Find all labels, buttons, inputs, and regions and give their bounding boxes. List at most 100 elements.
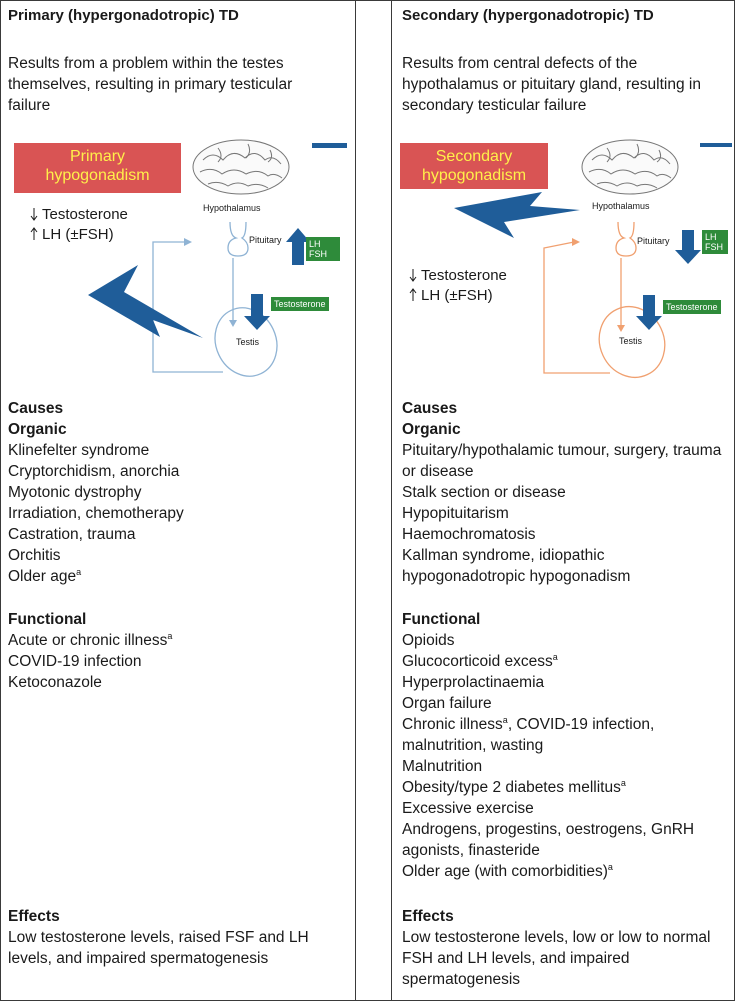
axis-arrowhead bbox=[229, 320, 237, 327]
pituitary-icon bbox=[227, 221, 249, 257]
feedback-loop-line bbox=[152, 241, 223, 373]
organic-item: Castration, trauma bbox=[8, 526, 136, 543]
organic-item: Klinefelter syndrome bbox=[8, 442, 150, 459]
testosterone-label: Testosterone bbox=[663, 300, 721, 314]
causes-section: Causes Organic Pituitary/hypothalamic tu… bbox=[402, 398, 727, 587]
feedback-arrowhead bbox=[184, 238, 192, 246]
functional-heading: Functional bbox=[8, 611, 87, 628]
organic-item: Older agea bbox=[8, 566, 184, 587]
secondary-td-column: Secondary (hypergonadotropic) TD Results… bbox=[400, 0, 732, 1001]
diagram-graphics bbox=[409, 139, 732, 378]
testosterone-down-arrow bbox=[636, 295, 662, 330]
footnote-marker: a bbox=[620, 778, 626, 788]
feedback-loop-line bbox=[543, 241, 610, 374]
organic-item: Myotonic dystrophy bbox=[8, 484, 142, 501]
primary-td-column: Primary (hypergonadotropic) TD Results f… bbox=[8, 0, 348, 1001]
effect-arrows bbox=[30, 208, 38, 240]
box-line-2: hypogonadism bbox=[45, 167, 150, 184]
column-divider-right bbox=[391, 0, 392, 1001]
scale-bar bbox=[312, 143, 347, 148]
secondary-hypogonadism-diagram: Secondary hypogonadism Testosterone LH (… bbox=[392, 130, 732, 390]
functional-item-text: Obesity/type 2 diabetes mellitus bbox=[402, 779, 621, 796]
hypothalamus-label: Hypothalamus bbox=[203, 203, 261, 213]
effect-testosterone: Testosterone bbox=[42, 206, 128, 223]
functional-item-text: Chronic illness bbox=[402, 716, 503, 733]
testis-icon bbox=[598, 306, 666, 378]
footnote-marker: a bbox=[552, 652, 558, 662]
effect-arrows bbox=[409, 269, 417, 301]
lh-fsh-label: LH FSH bbox=[306, 237, 340, 261]
lightning-bolt-icon bbox=[88, 265, 203, 338]
pituitary-icon bbox=[615, 221, 637, 257]
functional-section: Functional Acute or chronic illnessa COV… bbox=[8, 609, 172, 693]
functional-item: Obesity/type 2 diabetes mellitusa bbox=[402, 777, 730, 798]
functional-item-text: Older age (with comorbidities) bbox=[402, 863, 608, 880]
lh-fsh-label: LH FSH bbox=[702, 230, 728, 254]
effect-lh: LH (±FSH) bbox=[421, 287, 493, 304]
organic-item: Irradiation, chemotherapy bbox=[8, 505, 184, 522]
functional-item: Older age (with comorbidities)a bbox=[402, 861, 730, 882]
effects-text: Low testosterone levels, raised FSF and … bbox=[8, 929, 309, 967]
functional-item: Chronic illnessa, COVID-19 infection, ma… bbox=[402, 714, 730, 756]
footnote-marker: a bbox=[607, 862, 613, 872]
organic-item: Cryptorchidism, anorchia bbox=[8, 463, 180, 480]
testis-label: Testis bbox=[619, 336, 643, 346]
column-title: Secondary (hypergonadotropic) TD bbox=[402, 7, 654, 24]
functional-item: Opioids bbox=[402, 632, 455, 649]
organic-item: Haemochromatosis bbox=[402, 526, 536, 543]
organic-item: Kallman syndrome, idiopathic hypogonadot… bbox=[402, 547, 631, 585]
lh-down-arrow bbox=[675, 230, 701, 264]
testosterone-down-arrow bbox=[244, 294, 270, 330]
effect-lh: LH (±FSH) bbox=[42, 226, 114, 243]
organic-item: Orchitis bbox=[8, 547, 61, 564]
primary-hypogonadism-diagram: Primary hypogonadism Testosterone LH (±F… bbox=[8, 130, 353, 380]
axis-arrowhead bbox=[617, 325, 625, 332]
functional-item: COVID-19 infection bbox=[8, 653, 142, 670]
functional-item: Glucocorticoid excessa bbox=[402, 651, 730, 672]
fsh-text: FSH bbox=[705, 242, 723, 252]
functional-item: Malnutrition bbox=[402, 758, 483, 775]
lh-text: LH bbox=[705, 232, 717, 242]
effects-heading: Effects bbox=[8, 908, 60, 925]
functional-item: Hyperprolactinaemia bbox=[402, 674, 545, 691]
box-line-1: Primary bbox=[69, 148, 126, 165]
organic-heading: Organic bbox=[402, 421, 461, 438]
column-divider-left bbox=[355, 0, 356, 1001]
lh-up-arrow bbox=[286, 228, 310, 265]
effect-testosterone: Testosterone bbox=[421, 267, 507, 284]
effects-section: Effects Low testosterone levels, low or … bbox=[402, 906, 727, 990]
organic-heading: Organic bbox=[8, 421, 67, 438]
lightning-bolt-icon bbox=[454, 192, 580, 238]
functional-heading: Functional bbox=[402, 611, 481, 628]
box-line-2: hypogonadism bbox=[421, 167, 527, 184]
brain-icon bbox=[581, 139, 679, 195]
pituitary-label: Pituitary bbox=[637, 236, 670, 246]
box-line-1: Secondary bbox=[435, 148, 513, 165]
causes-section: Causes Organic Klinefelter syndrome Cryp… bbox=[8, 398, 184, 587]
feedback-arrowhead bbox=[572, 238, 580, 246]
organic-item-text: Older age bbox=[8, 568, 77, 585]
functional-item-text-cont: , COVID-19 infection, malnutrition, wast… bbox=[402, 716, 655, 754]
column-title: Primary (hypergonadotropic) TD bbox=[8, 7, 239, 24]
hypothalamus-label: Hypothalamus bbox=[592, 201, 650, 211]
functional-item: Organ failure bbox=[402, 695, 492, 712]
organic-item: Hypopituitarism bbox=[402, 505, 509, 522]
functional-section: Functional Opioids Glucocorticoid excess… bbox=[402, 609, 730, 882]
effects-text: Low testosterone levels, low or low to n… bbox=[402, 929, 711, 988]
functional-item: Androgens, progestins, oestrogens, GnRH … bbox=[402, 821, 695, 859]
brain-icon bbox=[192, 139, 290, 195]
testosterone-label: Testosterone bbox=[271, 297, 329, 311]
functional-item: Excessive exercise bbox=[402, 800, 534, 817]
footnote-marker: a bbox=[502, 715, 508, 725]
secondary-hypogonadism-box: Secondary hypogonadism bbox=[400, 143, 548, 189]
functional-item-text: Glucocorticoid excess bbox=[402, 653, 553, 670]
functional-item: Acute or chronic illnessa bbox=[8, 630, 172, 651]
footnote-marker: a bbox=[167, 631, 173, 641]
pituitary-label: Pituitary bbox=[249, 235, 282, 245]
organic-item: Stalk section or disease bbox=[402, 484, 566, 501]
organic-item: Pituitary/hypothalamic tumour, surgery, … bbox=[402, 442, 722, 480]
column-description: Results from central defects of the hypo… bbox=[402, 55, 701, 114]
effects-section: Effects Low testosterone levels, raised … bbox=[8, 906, 338, 969]
footnote-marker: a bbox=[76, 567, 82, 577]
primary-hypogonadism-box: Primary hypogonadism bbox=[14, 143, 181, 193]
